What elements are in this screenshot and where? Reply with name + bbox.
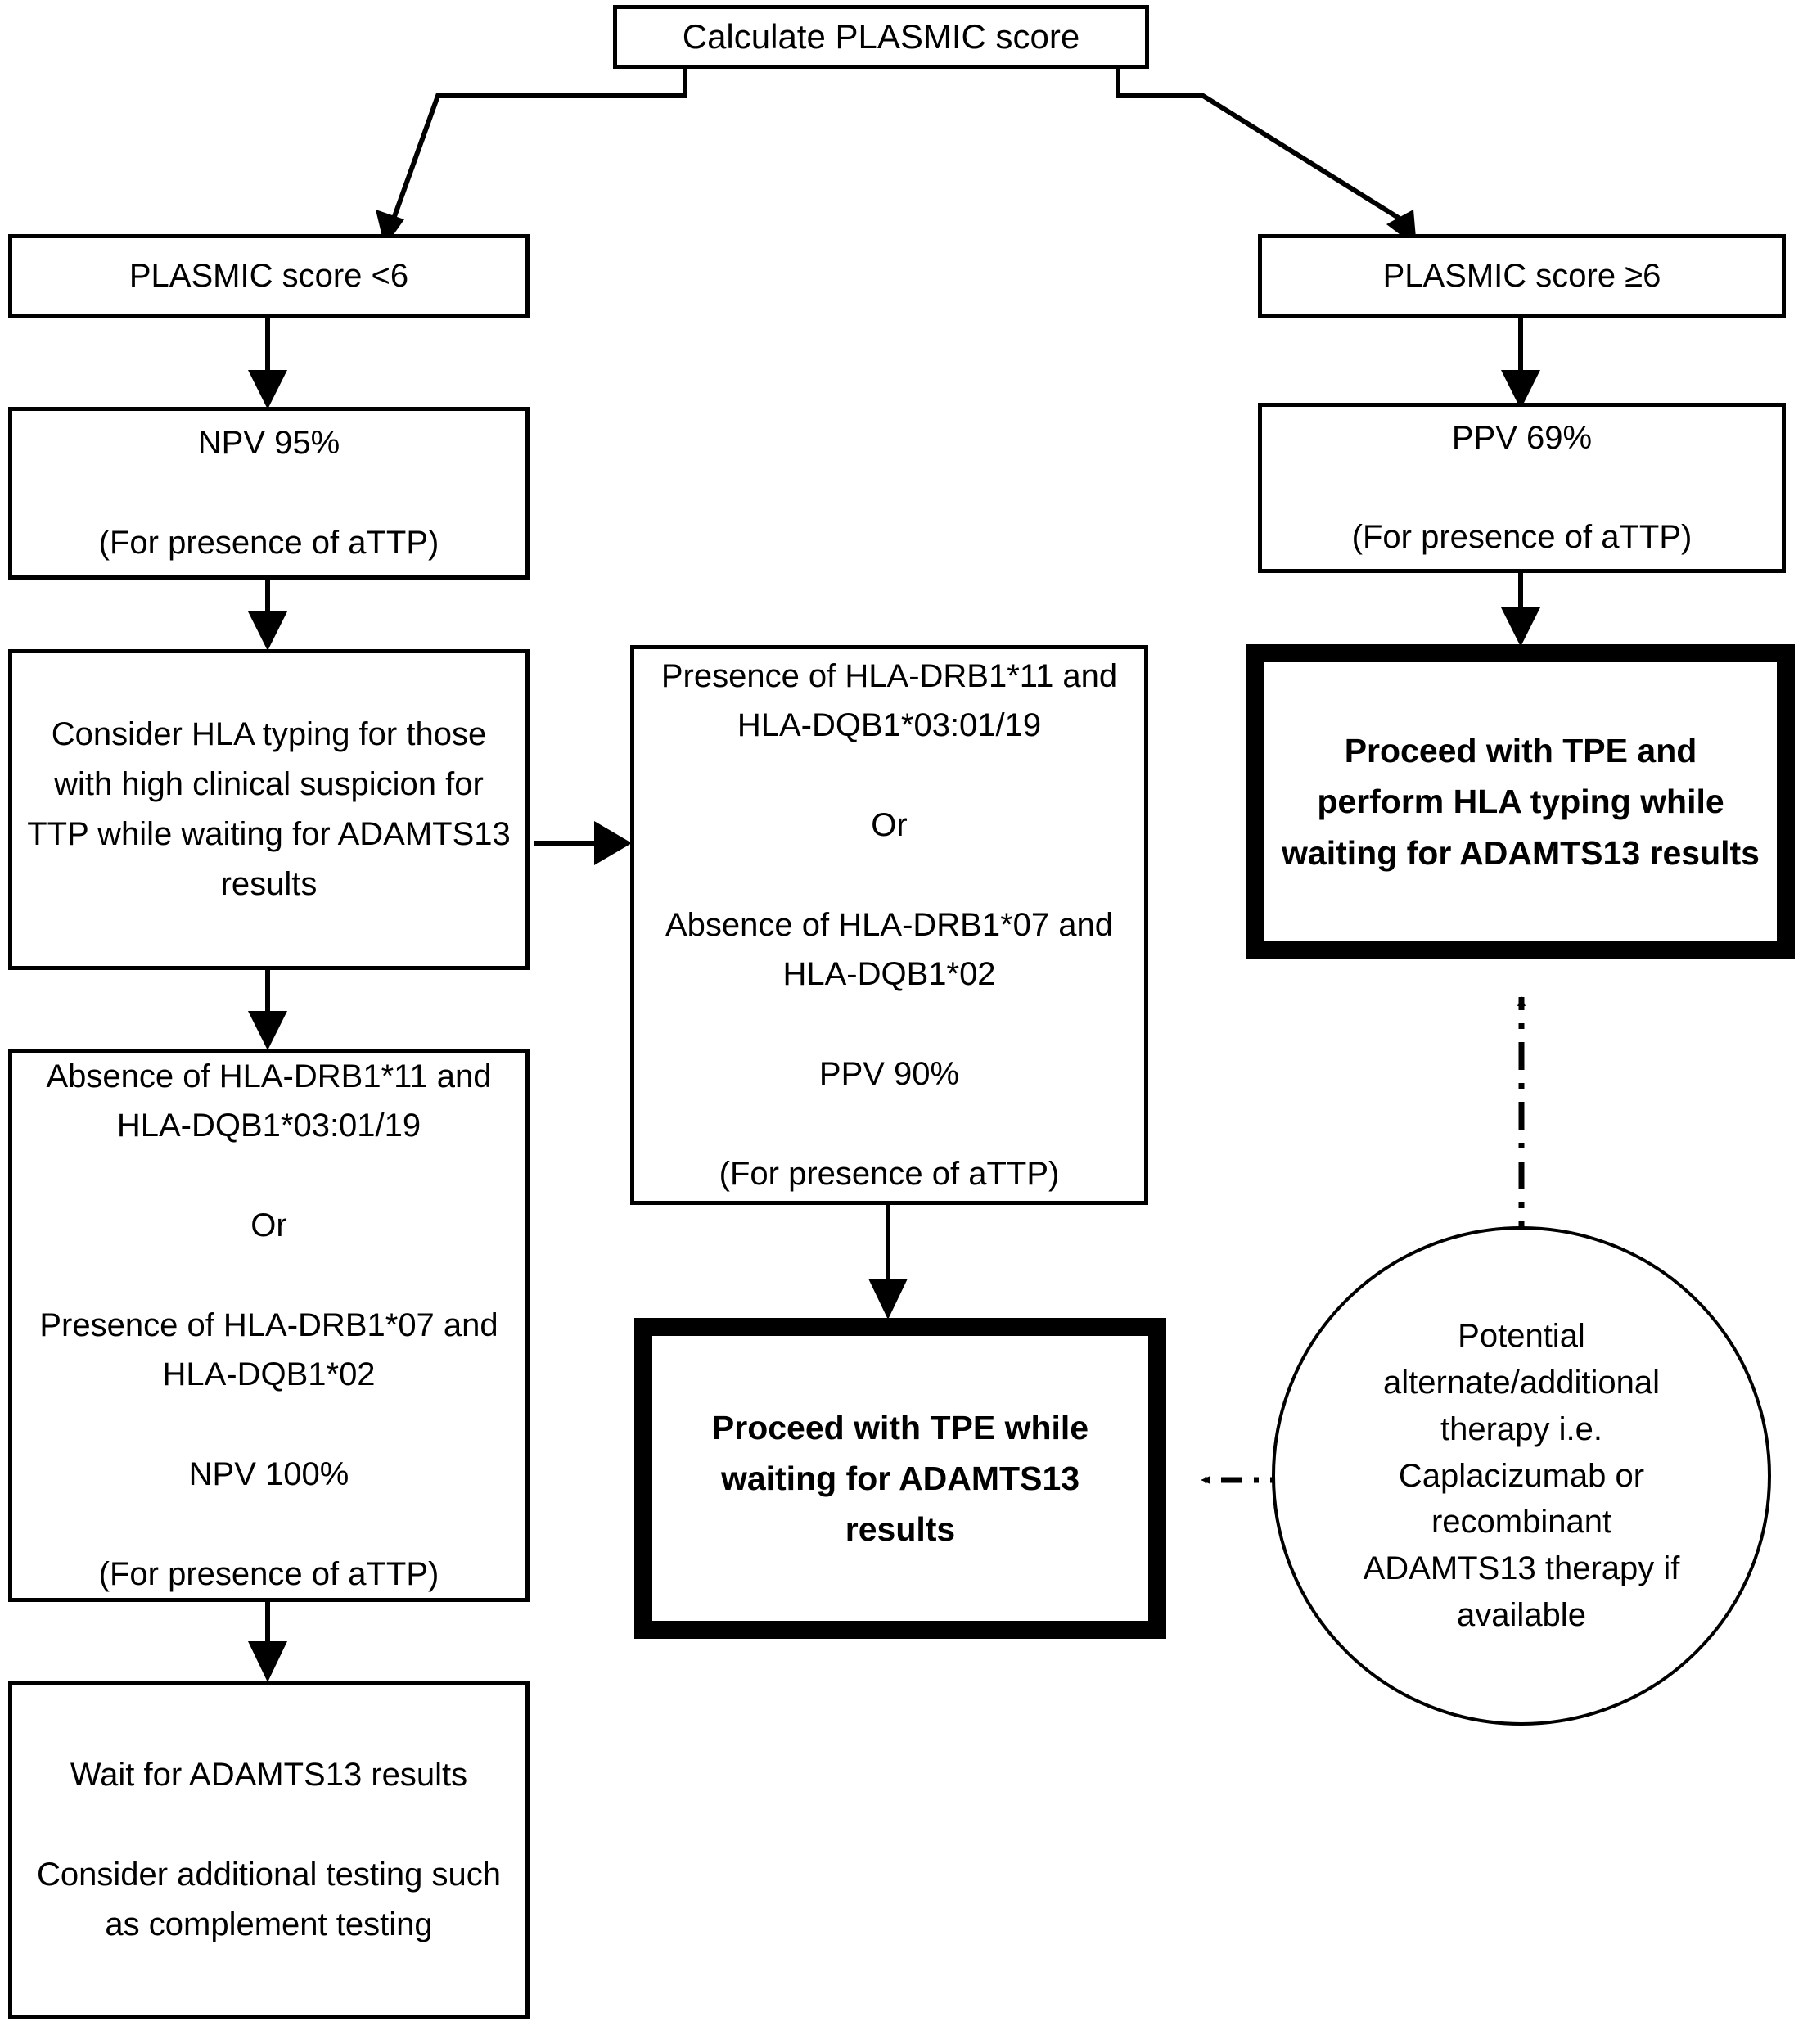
edge-consider-to-criteria (534, 821, 632, 865)
node-label: Wait for ADAMTS13 results Consider addit… (36, 1757, 501, 1942)
edge-criteria-to-proceed-tpe (868, 1205, 908, 1320)
node-wait-adamts13-results[interactable]: Wait for ADAMTS13 results Consider addit… (8, 1681, 530, 2019)
node-ppv-69[interactable]: PPV 69% (For presence of aTTP) (1258, 403, 1786, 573)
node-hla-positive-criteria[interactable]: Presence of HLA-DRB1*11 and HLA-DQB1*03:… (630, 645, 1148, 1205)
edge-npv-to-consider (248, 580, 287, 651)
node-label: Proceed with TPE and perform HLA typing … (1282, 732, 1760, 872)
edge-calculate-to-high (1116, 67, 1417, 247)
node-label: Presence of HLA-DRB1*11 and HLA-DQB1*03:… (660, 657, 1118, 1192)
node-proceed-tpe-while-waiting[interactable]: Proceed with TPE while waiting for ADAMT… (634, 1318, 1166, 1639)
node-hla-negative-criteria[interactable]: Absence of HLA-DRB1*11 and HLA-DQB1*03:0… (8, 1049, 530, 1602)
node-calculate-plasmic-score[interactable]: Calculate PLASMIC score (613, 5, 1149, 69)
node-label: Potential alternate/additional therapy i… (1363, 1318, 1680, 1633)
node-consider-hla-typing[interactable]: Consider HLA typing for those with high … (8, 649, 530, 970)
node-label: Proceed with TPE while waiting for ADAMT… (711, 1408, 1089, 1549)
node-label: PPV 69% (For presence of aTTP) (1351, 419, 1693, 556)
edge-calculate-to-low (376, 67, 687, 247)
node-label: Calculate PLASMIC score (682, 17, 1080, 56)
node-plasmic-score-low[interactable]: PLASMIC score <6 (8, 234, 530, 318)
node-plasmic-score-high[interactable]: PLASMIC score ≥6 (1258, 234, 1786, 318)
edge-consider-to-negative (248, 970, 287, 1050)
node-label: NPV 95% (For presence of aTTP) (98, 425, 439, 561)
node-label: PLASMIC score ≥6 (1382, 258, 1661, 295)
node-label: Absence of HLA-DRB1*11 and HLA-DQB1*03:0… (39, 1058, 498, 1592)
node-npv-95[interactable]: NPV 95% (For presence of aTTP) (8, 407, 530, 580)
node-label: PLASMIC score <6 (128, 258, 409, 295)
node-label: Consider HLA typing for those with high … (27, 716, 511, 902)
edge-low-to-npv (248, 318, 287, 409)
edge-negative-to-wait (248, 1602, 287, 1682)
node-potential-alternate-therapy[interactable]: Potential alternate/additional therapy i… (1272, 1226, 1771, 1726)
edge-high-to-ppv (1501, 318, 1540, 409)
node-proceed-tpe-and-hla-typing[interactable]: Proceed with TPE and perform HLA typing … (1246, 644, 1795, 959)
edge-ppv-to-proceed-hla (1501, 573, 1540, 647)
